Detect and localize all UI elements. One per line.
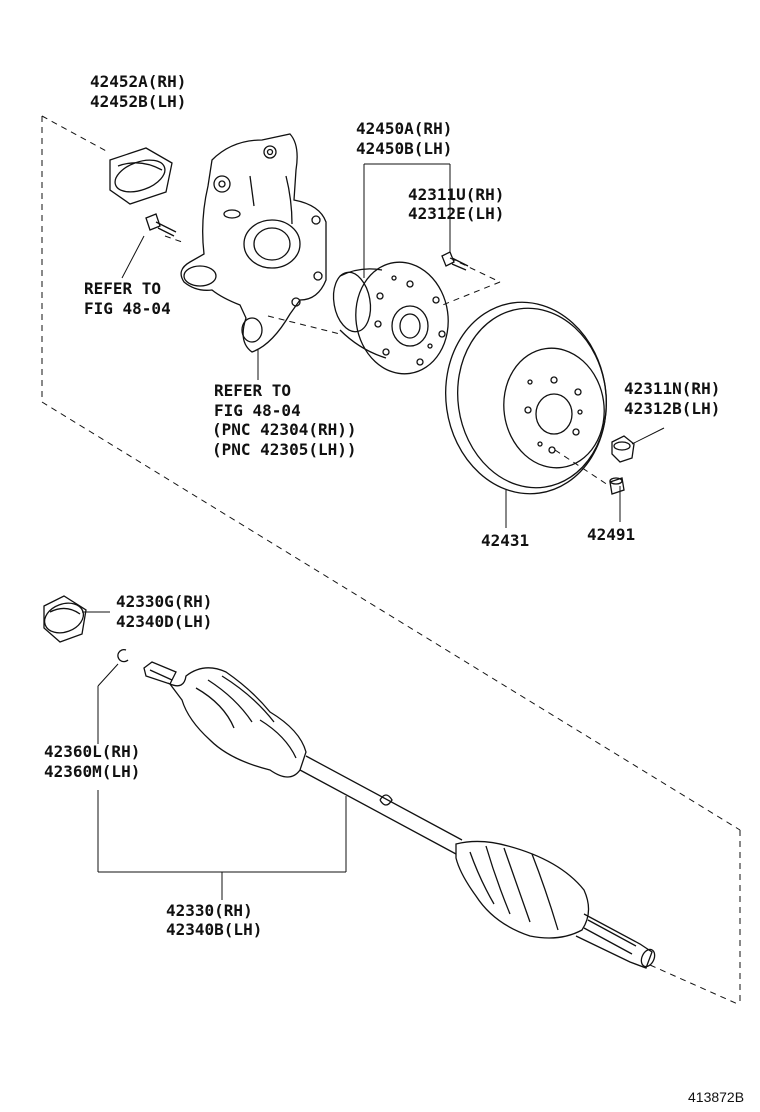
label-42340b: 42340B(LH) <box>166 920 263 939</box>
snap-ring-42360 <box>117 648 129 663</box>
assembly-outline <box>41 115 741 1006</box>
drawing-number: 413872B <box>688 1089 745 1105</box>
label-42452a: 42452A(RH) <box>90 72 187 91</box>
label-42452b: 42452B(LH) <box>90 92 187 111</box>
bearing-42330g <box>43 595 87 643</box>
label-pnc-rh: (PNC 42304(RH)) <box>212 420 357 439</box>
steering-knuckle <box>180 133 327 353</box>
label-42450b: 42450B(LH) <box>356 139 453 158</box>
pin-42491 <box>609 477 625 495</box>
bolt-knuckle <box>145 213 177 237</box>
label-42431: 42431 <box>481 531 530 550</box>
label-42311n: 42311N(RH) <box>624 379 721 398</box>
label-refer-2b: FIG 48-04 <box>214 401 301 420</box>
label-42330: 42330(RH) <box>166 901 253 920</box>
drive-shaft-42330 <box>143 661 656 969</box>
label-42491: 42491 <box>587 525 636 544</box>
bearing-42452 <box>109 147 173 205</box>
leader-lines <box>82 163 665 900</box>
label-pnc-lh: (PNC 42305(LH)) <box>212 440 357 459</box>
hub-bolt-42311u <box>441 251 469 271</box>
label-refer-2a: REFER TO <box>214 381 292 400</box>
hub-bearing-42450 <box>332 261 449 375</box>
label-42311u: 42311U(RH) <box>408 185 505 204</box>
brake-disc-42431 <box>445 301 607 495</box>
label-42360l: 42360L(RH) <box>44 742 141 761</box>
label-refer-1a: REFER TO <box>84 279 162 298</box>
label-42450a: 42450A(RH) <box>356 119 453 138</box>
label-42312b: 42312B(LH) <box>624 399 721 418</box>
label-refer-1b: FIG 48-04 <box>84 299 171 318</box>
nut-42311n <box>611 435 635 463</box>
label-42312e: 42312E(LH) <box>408 204 505 223</box>
label-42340d: 42340D(LH) <box>116 612 213 631</box>
label-42360m: 42360M(LH) <box>44 762 141 781</box>
label-42330g: 42330G(RH) <box>116 592 213 611</box>
